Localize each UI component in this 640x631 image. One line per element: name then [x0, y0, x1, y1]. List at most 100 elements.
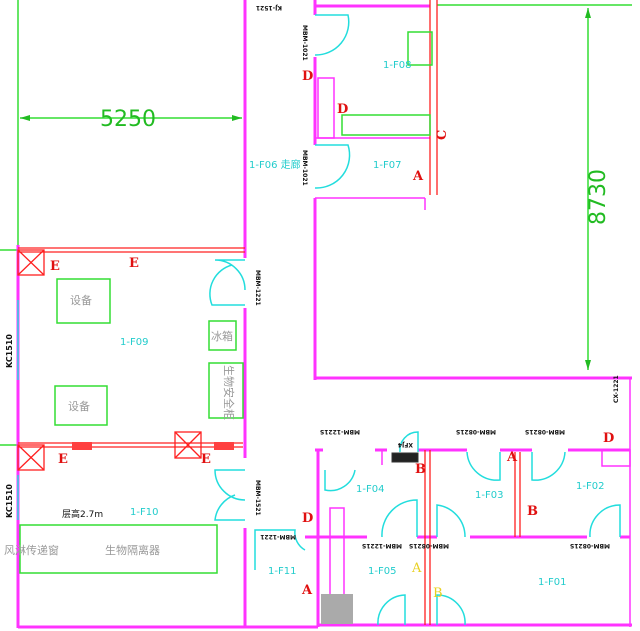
plan-line: [174, 431, 202, 459]
label: KC1510: [5, 334, 14, 368]
green-reference-lines: [0, 0, 632, 446]
label: MBM-1021: [301, 150, 308, 186]
plan-line: [17, 249, 45, 276]
label: 设备: [68, 399, 90, 413]
label: 设备: [70, 293, 92, 307]
label: B: [415, 462, 426, 477]
plan-line: [531, 451, 566, 481]
label: 1-F03: [475, 490, 503, 501]
label: 1-F10: [130, 507, 158, 518]
plan-line: [17, 249, 45, 276]
plan-line: [208, 320, 237, 351]
room-labels: 1-F01 1-F02 1-F03 1-F04 1-F05 1-F06 走廊 1…: [120, 60, 604, 588]
shaft: [321, 594, 353, 624]
label: E: [58, 452, 68, 467]
damper-box: [174, 431, 202, 459]
plan-line: [314, 14, 350, 56]
diffuser: [72, 442, 92, 450]
label: D: [302, 69, 313, 84]
door-labels: KJ-1521 MBM-1021 MBM-1021 MBM-1221 MBM-1…: [5, 4, 620, 549]
plan-line: [208, 362, 244, 419]
label: MBM-1221: [254, 270, 261, 306]
label: E: [50, 259, 60, 274]
label: MBM-0821S: [456, 428, 496, 435]
label: KJ-1521: [256, 4, 282, 11]
label: MBM-1021: [301, 25, 308, 61]
equipment: 设备 设备 冰箱 生物安全柜 风淋传递窗 生物隔离器 层高2.7m: [4, 31, 433, 624]
plan-line: [585, 8, 591, 18]
label: 1-F04: [356, 484, 384, 495]
plan-line: [17, 444, 45, 471]
plan-line: [19, 524, 218, 574]
label: XFJ4: [398, 441, 413, 448]
label: 1-F07: [373, 160, 401, 171]
plan-line: [589, 504, 621, 538]
label: 生物隔离器: [105, 543, 160, 557]
plan-line: [324, 469, 356, 492]
plan-line: [377, 594, 406, 626]
plan-line: [20, 115, 30, 121]
label: D: [603, 431, 614, 446]
label: D: [302, 511, 313, 526]
label: 1-F02: [576, 481, 604, 492]
label: D: [337, 102, 348, 117]
plan-line: [214, 259, 246, 291]
label: 1-F01: [538, 577, 566, 588]
label: MBM-1221S: [362, 542, 402, 549]
plan-line: [214, 494, 245, 521]
label: 1-F06 走廊: [249, 158, 301, 171]
plan-line: [214, 469, 246, 501]
label: MBM-0821S: [525, 428, 565, 435]
plan-line: [54, 385, 108, 426]
plan-line: [209, 264, 245, 306]
label: 8730: [586, 169, 611, 225]
plan-line: [341, 114, 431, 136]
label: 冰箱: [211, 329, 233, 343]
label: B: [527, 504, 538, 519]
plan-line: [314, 144, 351, 189]
plan-line: [329, 507, 345, 626]
label: A: [301, 583, 313, 598]
label: E: [201, 452, 211, 467]
plan-line: [56, 278, 111, 324]
label: MBM-0821S: [570, 542, 610, 549]
markers: D D C A E E E E D A B A B D A B: [50, 69, 614, 601]
dimension-width: 5250: [20, 107, 242, 132]
label: 层高2.7m: [62, 508, 103, 520]
doors: [17, 14, 621, 626]
label: MBM-1521: [254, 480, 261, 516]
plan-line: [407, 31, 433, 66]
plan-line: [232, 115, 242, 121]
plan-line: [585, 360, 591, 370]
dimension-height: 8730: [585, 8, 611, 370]
plan-line: [436, 504, 466, 538]
label: MBM-0821S: [409, 542, 449, 549]
plan-line: [381, 499, 418, 538]
label: A: [412, 169, 424, 184]
plan-line: [17, 444, 45, 471]
ducts: [17, 0, 521, 625]
diffuser: [214, 442, 234, 450]
plan-line: [466, 451, 501, 481]
label: 5250: [100, 107, 156, 132]
label: 1-F11: [268, 566, 296, 577]
plan-line: [436, 594, 466, 626]
plan-line: [317, 77, 335, 139]
label: B: [433, 586, 443, 601]
label: MBM-1221S: [320, 428, 360, 435]
label: KC1510: [5, 484, 14, 518]
label: CX-1221: [613, 375, 620, 403]
label: C: [435, 130, 450, 140]
plan-line: [601, 449, 631, 467]
label: 1-F05: [368, 566, 396, 577]
damper-box: [17, 444, 45, 471]
label: MBM-1221: [260, 533, 296, 540]
label: 1-F08: [383, 60, 411, 71]
xfj-unit: [391, 452, 419, 463]
damper-box: [17, 249, 45, 276]
label: 1-F09: [120, 337, 148, 348]
label: A: [411, 561, 422, 576]
label: A: [506, 450, 518, 465]
plan-line: [254, 529, 306, 570]
